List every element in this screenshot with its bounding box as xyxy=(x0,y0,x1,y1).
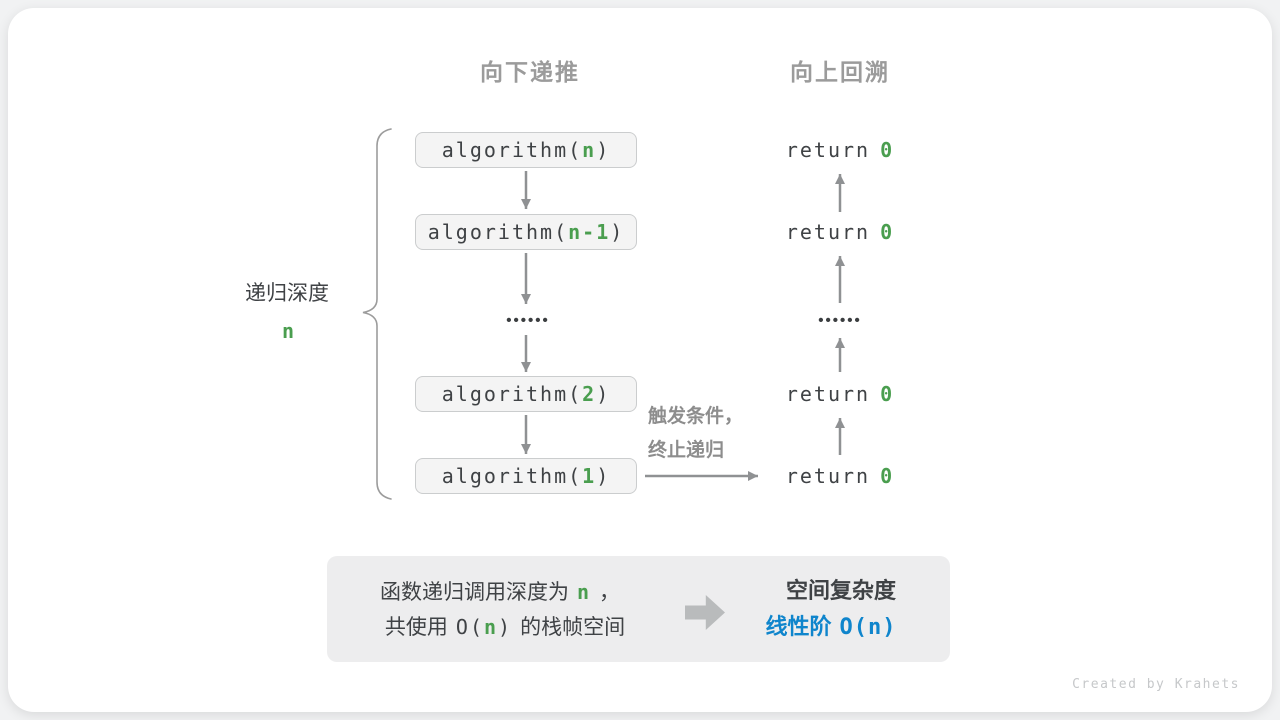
return-statement: return 0 xyxy=(786,465,894,487)
return-ellipsis: •••••• xyxy=(818,312,862,329)
bigO-var: n xyxy=(484,615,499,639)
call-box-algorithm-1: algorithm(1) xyxy=(415,458,637,494)
summary-panel xyxy=(327,556,950,662)
return-keyword: return xyxy=(785,220,871,244)
summary-result-title: 空间复杂度 xyxy=(785,578,897,603)
call-box-algorithm-2: algorithm(2) xyxy=(415,376,637,412)
return-value: 0 xyxy=(880,464,895,488)
header-upward-backtracking: 向上回溯 xyxy=(790,59,890,85)
complexity-order-label: 线性阶 xyxy=(765,614,832,639)
summary-line1-post: ， xyxy=(599,581,621,604)
code-arg: n xyxy=(582,138,597,162)
return-statement: return 0 xyxy=(786,383,894,405)
trigger-note-line1: 触发条件， xyxy=(648,406,744,427)
code-suffix: ) xyxy=(610,220,625,244)
return-value: 0 xyxy=(880,382,895,406)
summary-result-value: 线性阶 O(n) xyxy=(766,613,897,642)
return-value: 0 xyxy=(880,138,895,162)
code-suffix: ) xyxy=(596,464,611,488)
return-keyword: return xyxy=(785,138,871,162)
code-prefix: algorithm( xyxy=(441,382,583,406)
summary-line2-bigO: O(n) xyxy=(456,615,512,639)
code-prefix: algorithm( xyxy=(441,138,583,162)
summary-line1-var: n xyxy=(576,580,592,604)
code-prefix: algorithm( xyxy=(427,220,569,244)
summary-line1-pre: 函数递归调用深度为 xyxy=(379,581,569,604)
code-arg: 2 xyxy=(582,382,597,406)
return-value: 0 xyxy=(880,220,895,244)
summary-line1: 函数递归调用深度为 n ， xyxy=(380,579,620,606)
header-downward-recursion: 向下递推 xyxy=(480,59,580,85)
summary-line2-pre: 共使用 xyxy=(384,616,448,639)
return-keyword: return xyxy=(785,382,871,406)
call-box-algorithm-n: algorithm(n) xyxy=(415,132,637,168)
bigO-close: ) xyxy=(498,615,513,639)
return-statement: return 0 xyxy=(786,139,894,161)
trigger-note-line2: 终止递归 xyxy=(648,440,725,461)
code-suffix: ) xyxy=(596,138,611,162)
depth-label: 递归深度 xyxy=(245,282,329,305)
code-arg: n-1 xyxy=(568,220,611,244)
summary-line2: 共使用 O(n) 的栈帧空间 xyxy=(385,614,625,641)
return-statement: return 0 xyxy=(786,221,894,243)
call-stack-ellipsis: •••••• xyxy=(506,312,550,329)
call-box-algorithm-n-1: algorithm(n-1) xyxy=(415,214,637,250)
code-prefix: algorithm( xyxy=(441,464,583,488)
code-suffix: ) xyxy=(596,382,611,406)
depth-value: n xyxy=(281,319,295,343)
bigO-open: O( xyxy=(455,615,484,639)
complexity-bigO: O(n) xyxy=(839,615,897,640)
code-arg: 1 xyxy=(582,464,597,488)
summary-line2-post: 的栈帧空间 xyxy=(520,616,626,639)
watermark-credit: Created by Krahets xyxy=(1072,677,1240,692)
return-keyword: return xyxy=(785,464,871,488)
